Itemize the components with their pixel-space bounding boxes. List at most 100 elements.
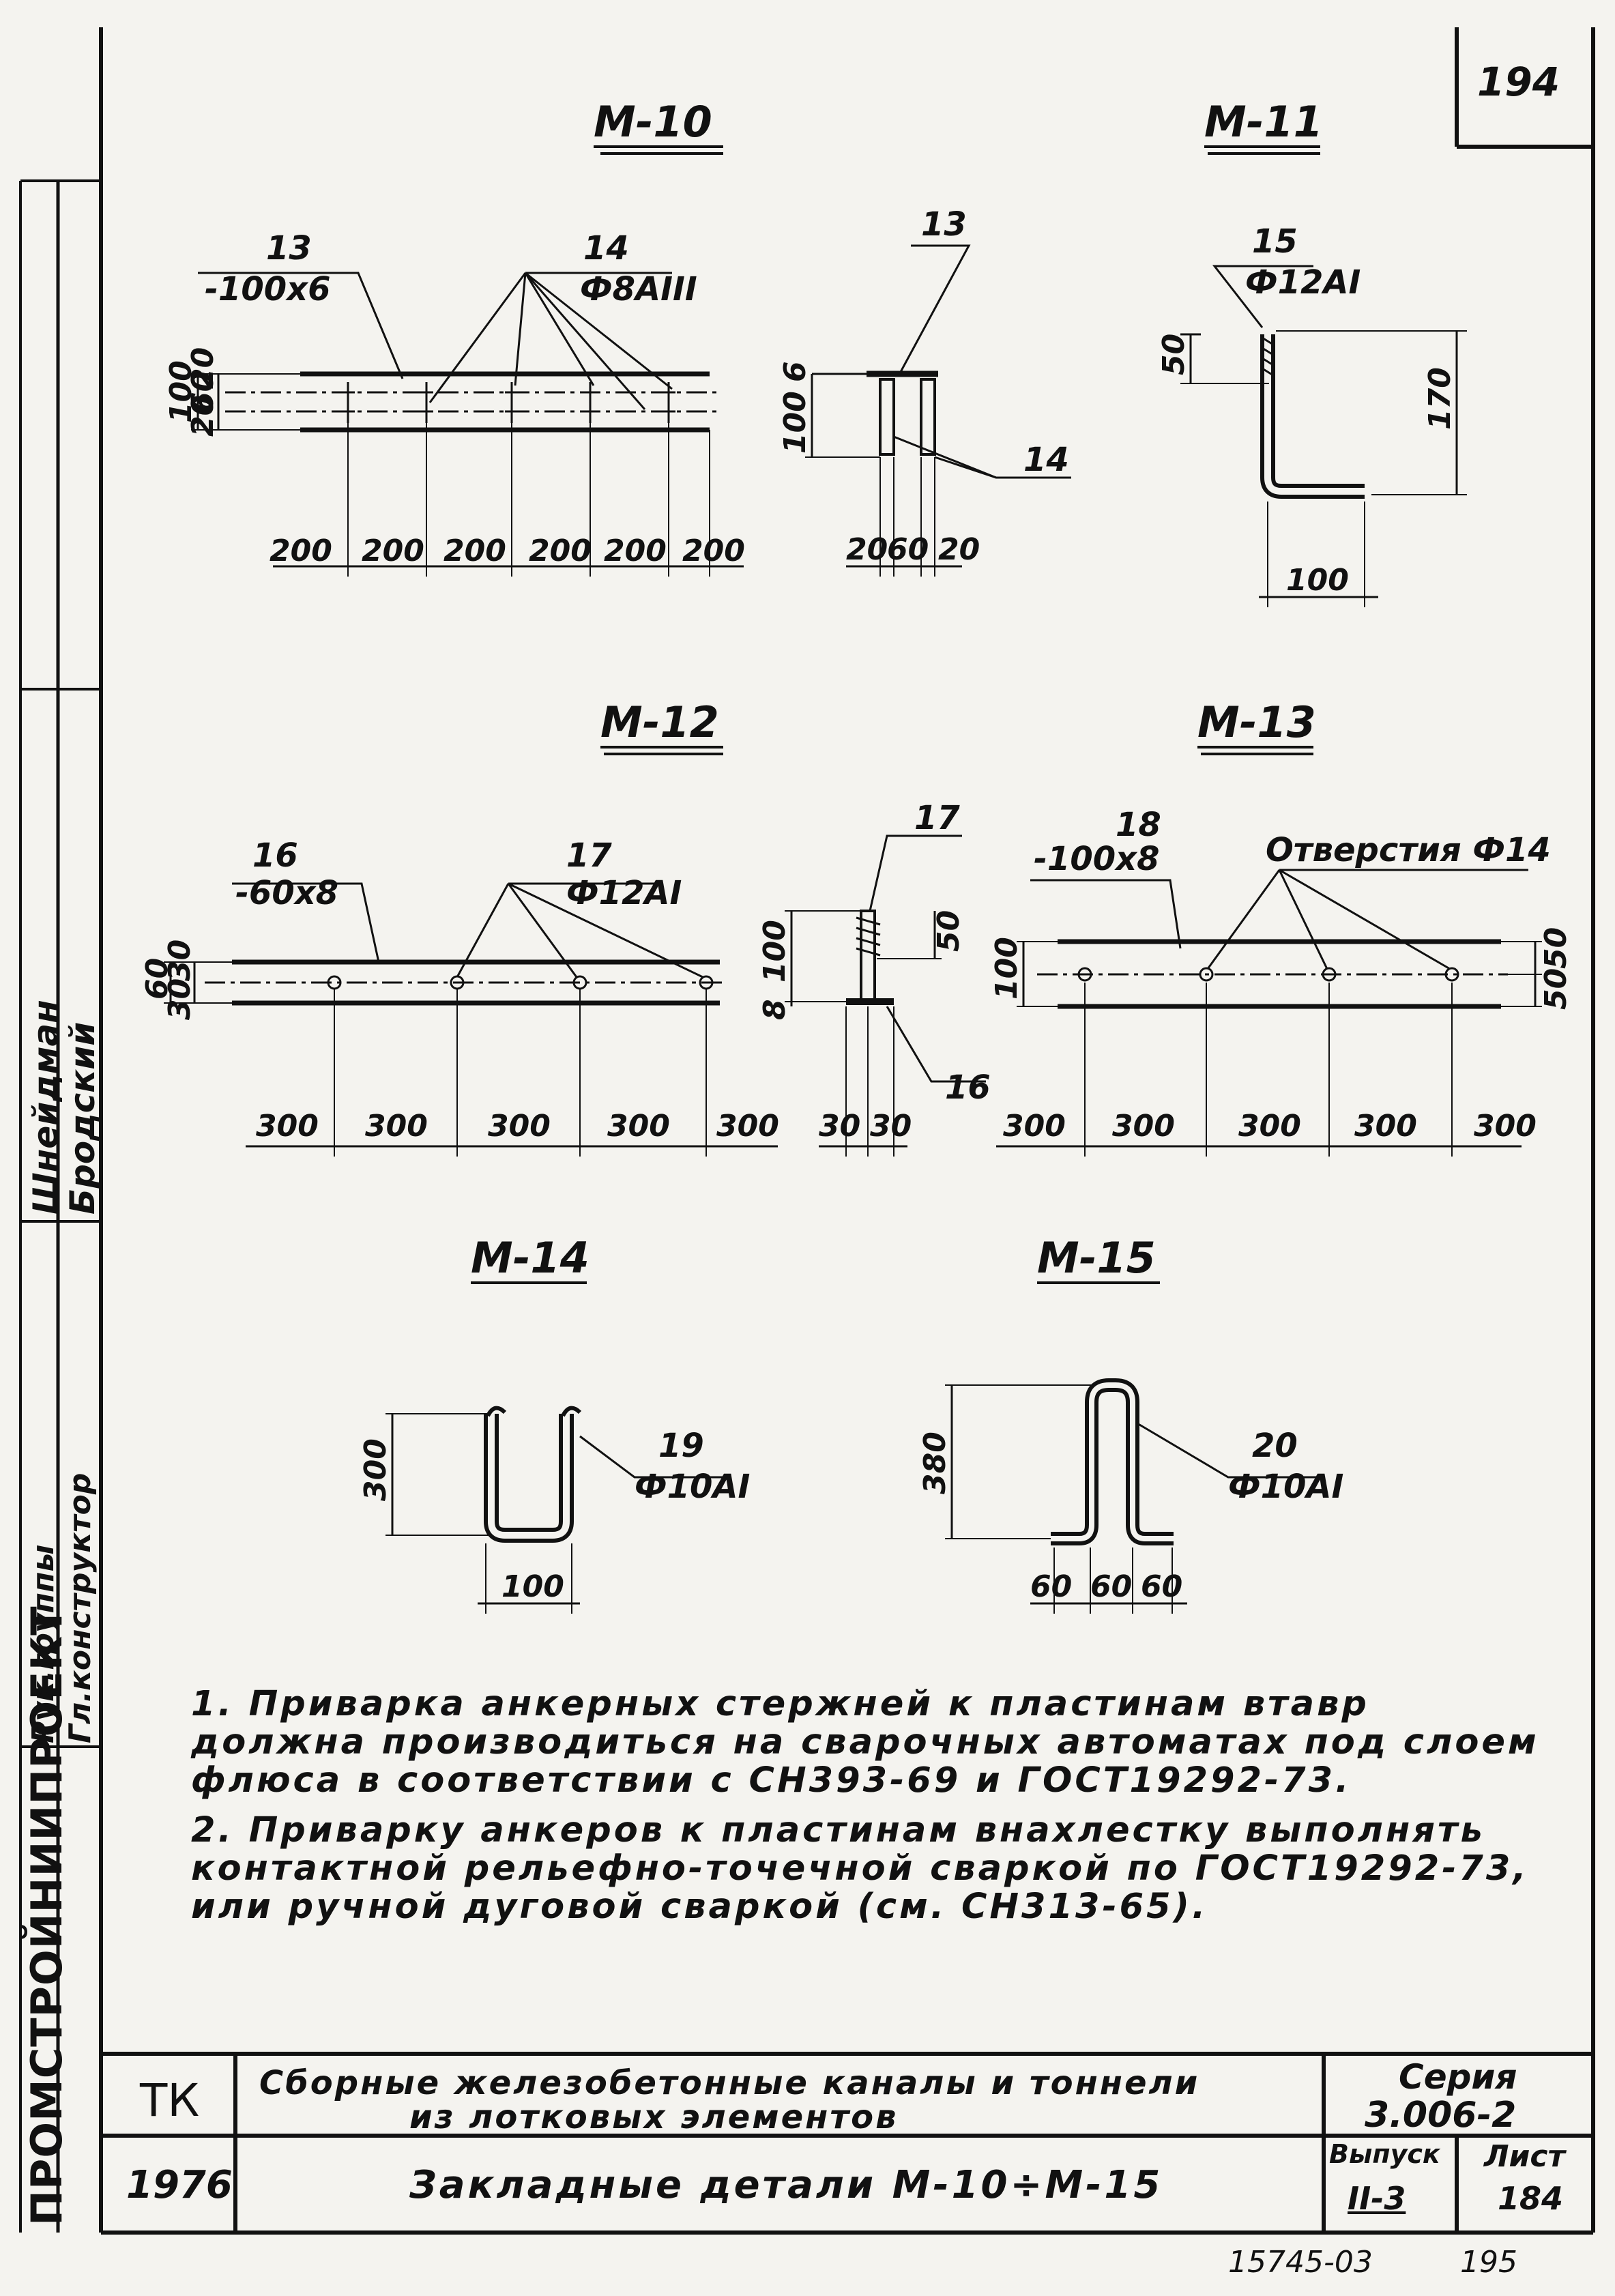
note-2: 2. Приварку анкеров к пластинам внахлест… [191, 1810, 1529, 1927]
m15-height: 380 [918, 1432, 952, 1494]
m11-rod-size: Ф12АI [1245, 263, 1361, 302]
m15-rod-pos: 20 [1252, 1427, 1298, 1465]
title-underlines [471, 145, 1320, 1284]
m13-holes: Отверстия Ф14 [1266, 831, 1551, 869]
m10-section-rod: 14 [1023, 441, 1069, 479]
m12-side-total: 60 [140, 958, 175, 1000]
m11-title: М-11 [1204, 97, 1323, 147]
m14-rod-size: Ф10АI [635, 1468, 750, 1506]
label-underlines [198, 265, 1317, 1479]
m12-title: М-12 [600, 697, 719, 747]
m15-width-1: 60 [1030, 1569, 1072, 1604]
m10-spacing-6: 200 [682, 534, 745, 568]
side-name-2: Шнейдман [26, 1000, 66, 1215]
detail-m10 [191, 244, 1071, 577]
m15-title: М-15 [1037, 1233, 1156, 1283]
tb-series-label: Серия [1399, 2057, 1517, 2097]
m10-section-height: 100 [778, 391, 813, 454]
detail-m13 [996, 869, 1542, 1157]
detail-m12 [164, 834, 986, 1157]
m12-spacing-2: 300 [365, 1109, 428, 1144]
detail-m11 [1180, 265, 1467, 607]
m12-section-w1: 30 [819, 1109, 860, 1144]
tb-sheet-title: Закладные детали М-10÷М-15 [409, 2163, 1163, 2207]
m10-side-bottom: 20 [186, 395, 220, 437]
side-role-1: Гл.конструктор [63, 1472, 98, 1743]
m11-height: 170 [1423, 367, 1457, 430]
m12-section-rod: 17 [914, 799, 960, 837]
m11-width: 100 [1286, 563, 1349, 598]
side-name-1: Бродский [63, 1021, 102, 1215]
m15-width-3: 60 [1141, 1569, 1182, 1604]
m11-weld-length: 50 [1156, 334, 1191, 375]
m12-section-w2: 30 [870, 1109, 912, 1144]
footer-archive: 15745-03 [1228, 2245, 1373, 2280]
note-1: 1. Приварка анкерных стержней к пластина… [191, 1684, 1539, 1801]
tb-list-label: Лист [1484, 2139, 1565, 2174]
m12-section-height: 100 [757, 920, 792, 983]
m10-spacing-1: 200 [270, 534, 332, 568]
m13-right-top: 50 [1539, 927, 1573, 969]
m10-rod-pos: 14 [583, 229, 629, 267]
m12-section-plate: 16 [945, 1069, 991, 1107]
m12-plate-pos: 16 [252, 837, 298, 875]
side-role-2: Рук.группы [26, 1544, 61, 1743]
m12-side-bottom: 30 [162, 978, 197, 1020]
tb-project-line1: Сборные железобетонные каналы и тоннели [259, 2064, 1200, 2102]
m10-spacing-2: 200 [362, 534, 424, 568]
m14-rod-pos: 19 [658, 1427, 704, 1465]
title-block-frame [101, 2052, 1593, 2233]
m14-width: 100 [501, 1569, 564, 1604]
tb-code: ТК [140, 2074, 200, 2127]
m10-section-w3: 20 [938, 532, 980, 567]
m13-side: 100 [989, 937, 1024, 1000]
m12-spacing-4: 300 [607, 1109, 670, 1144]
tb-issue-value: II-3 [1348, 2180, 1406, 2217]
m10-section-w1: 20 [846, 532, 888, 567]
m10-spacing-4: 200 [529, 534, 592, 568]
m13-spacing-5: 300 [1474, 1109, 1537, 1144]
m12-spacing-1: 300 [256, 1109, 319, 1144]
tb-issue-label: Выпуск [1329, 2139, 1440, 2169]
m13-spacing-3: 300 [1238, 1109, 1301, 1144]
m12-section-weld: 50 [931, 910, 966, 952]
tb-series-value: 3.006-2 [1365, 2095, 1517, 2136]
m14-height: 300 [358, 1438, 393, 1501]
m10-rod-size: Ф8АIII [580, 270, 697, 308]
m10-section-thickness: 6 [778, 361, 813, 382]
m13-spacing-4: 300 [1354, 1109, 1417, 1144]
m13-plate-pos: 18 [1116, 806, 1161, 844]
tb-list-value: 184 [1498, 2180, 1564, 2217]
m10-section-plate: 13 [921, 205, 967, 244]
m12-rod-size: Ф12АI [566, 874, 682, 912]
m10-title: М-10 [594, 97, 712, 147]
footer-page: 195 [1460, 2245, 1517, 2280]
m13-spacing-2: 300 [1112, 1109, 1175, 1144]
m12-side-top: 30 [162, 940, 197, 981]
m10-side-mid: 60 [186, 371, 220, 413]
m10-plate-pos: 13 [266, 229, 312, 267]
m12-spacing-3: 300 [488, 1109, 551, 1144]
m12-spacing-5: 300 [716, 1109, 779, 1144]
m14-title: М-14 [471, 1233, 590, 1283]
m12-section-thickness: 8 [757, 999, 792, 1020]
m13-title: М-13 [1197, 697, 1316, 747]
m15-rod-size: Ф10АI [1228, 1468, 1343, 1506]
m15-width-2: 60 [1090, 1569, 1132, 1604]
tb-project-line2: из лотковых элементов [409, 2098, 899, 2136]
detail-m14 [385, 1406, 723, 1614]
m13-spacing-1: 300 [1003, 1109, 1066, 1144]
m10-spacing-5: 200 [604, 534, 667, 568]
sheet-number: 194 [1477, 59, 1560, 105]
tb-year: 1976 [126, 2163, 233, 2207]
m10-side-top: 20 [186, 347, 220, 389]
m13-right-bottom: 50 [1539, 968, 1573, 1010]
m13-plate-size: -100х8 [1034, 840, 1159, 878]
m10-section-w2: 60 [887, 532, 929, 567]
m12-plate-size: -60х8 [235, 874, 338, 912]
m12-rod-pos: 17 [566, 837, 612, 875]
m10-plate-size: -100х6 [205, 270, 330, 308]
m10-spacing-3: 200 [443, 534, 506, 568]
